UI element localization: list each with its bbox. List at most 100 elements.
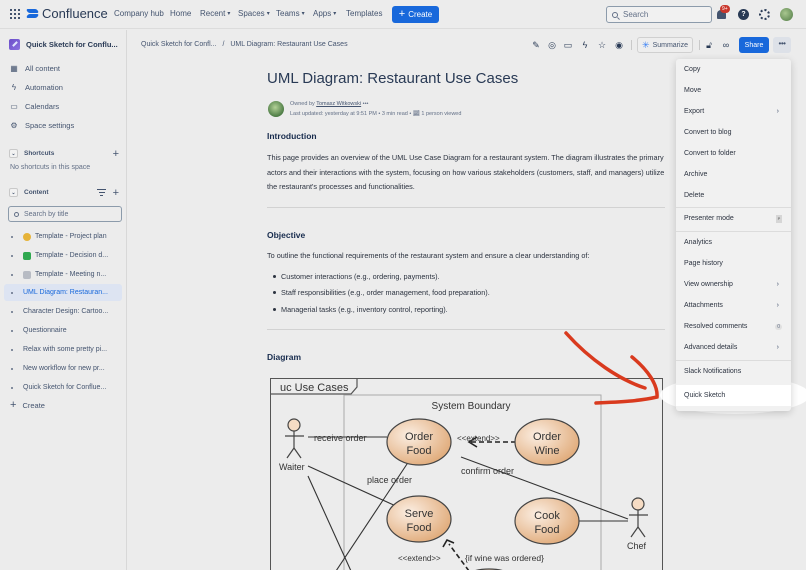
owner-more-icon[interactable]: ••• — [362, 101, 369, 107]
create-content-button[interactable]: + Create — [10, 400, 45, 411]
list-item: Managerial tasks (e.g., inventory contro… — [273, 301, 490, 318]
page-title: UML Diagram: Restaurant Use Cases — [267, 70, 519, 87]
help-icon[interactable]: ? — [738, 9, 749, 20]
content-section-header: ⌄ Content + — [9, 186, 119, 199]
settings-gear-icon[interactable] — [759, 9, 770, 20]
sidebar-item-calendars[interactable]: ▭ Calendars — [10, 102, 59, 111]
share-button[interactable]: Share — [739, 37, 769, 53]
sidebar-item-automation[interactable]: ϟ Automation — [10, 83, 63, 92]
copy-link-icon[interactable]: ∞ — [722, 40, 730, 50]
use-case-label: Cook — [534, 510, 560, 522]
nav-spaces[interactable]: Spaces▾ — [238, 9, 270, 18]
watch-icon[interactable]: ◉ — [615, 40, 623, 50]
divider — [267, 207, 665, 208]
star-icon[interactable]: ☆ — [597, 40, 607, 50]
menu-item-label: Attachments — [684, 302, 723, 309]
menu-item-analytics[interactable]: Analytics — [676, 232, 791, 253]
last-updated: Last updated: yesterday at 9:51 PM — [290, 111, 377, 117]
user-avatar[interactable] — [780, 8, 793, 21]
menu-item-quick-sketch[interactable]: Quick Sketch — [676, 385, 791, 406]
tree-item[interactable]: Template - Decision d... — [4, 247, 122, 264]
search-by-title-input[interactable]: Search by title — [8, 206, 122, 222]
video-icon[interactable]: ▭ — [563, 40, 573, 50]
view-count[interactable]: 1 person viewed — [421, 111, 462, 117]
sidebar-item-label: Space settings — [25, 121, 75, 130]
tree-item-label: UML Diagram: Restauran... — [23, 289, 108, 296]
nav-recent[interactable]: Recent▾ — [200, 9, 230, 18]
nav-company-hub[interactable]: Company hub — [114, 9, 164, 18]
summarize-button[interactable]: ✳ Summarize — [637, 37, 693, 53]
intro-paragraph: This page provides an overview of the UM… — [267, 153, 665, 191]
restrictions-lock-icon[interactable]: 🔓︎ — [706, 40, 712, 50]
association-label: place order — [367, 475, 412, 485]
menu-item-attachments[interactable]: Attachments› — [676, 295, 791, 316]
association-label: receive order — [314, 433, 367, 443]
use-case-label: Food — [406, 445, 431, 457]
chef-actor-icon — [629, 497, 648, 538]
menu-item-advanced-details[interactable]: Advanced details› — [676, 337, 791, 358]
menu-item-copy[interactable]: Copy — [676, 59, 791, 80]
owner-avatar[interactable] — [268, 101, 284, 117]
frame-label: uc Use Cases — [280, 382, 349, 394]
chevron-down-icon[interactable]: ⌄ — [9, 188, 18, 197]
menu-item-export[interactable]: Export› — [676, 101, 791, 122]
more-actions-button[interactable]: ••• — [773, 37, 791, 53]
sidebar-item-space-settings[interactable]: ⚙ Space settings — [10, 121, 74, 130]
owner-link[interactable]: Tomasz Witkowski — [316, 101, 362, 107]
tree-item[interactable]: Questionnaire — [4, 322, 122, 339]
menu-item-delete[interactable]: Delete — [676, 185, 791, 206]
tree-item-label: Template - Decision d... — [35, 252, 109, 259]
search-input[interactable]: Search — [606, 6, 712, 23]
sidebar-item-label: All content — [25, 64, 61, 73]
menu-divider — [676, 231, 791, 232]
use-case-label: Serve — [405, 508, 434, 520]
comment-icon[interactable]: ◎ — [548, 40, 556, 50]
tree-item[interactable]: Quick Sketch for Conflue... — [4, 379, 122, 396]
tree-item[interactable]: New workflow for new pr... — [4, 360, 122, 377]
tree-item-active[interactable]: UML Diagram: Restauran... — [4, 284, 122, 301]
nav-home[interactable]: Home — [170, 9, 191, 18]
chevron-down-icon: ▾ — [301, 11, 305, 17]
add-content-icon[interactable]: + — [112, 186, 119, 199]
menu-item-page-history[interactable]: Page history — [676, 253, 791, 274]
filter-icon[interactable] — [97, 189, 106, 198]
menu-item-convert-to-folder[interactable]: Convert to folder — [676, 143, 791, 164]
count-badge: 0 — [775, 323, 782, 330]
tree-item[interactable]: Relax with some pretty pi... — [4, 341, 122, 358]
tree-item[interactable]: Character Design: Cartoo... — [4, 303, 122, 320]
menu-item-label: View ownership — [684, 281, 733, 288]
app-switcher-icon[interactable] — [10, 9, 20, 19]
chevron-down-icon[interactable]: ⌄ — [9, 149, 18, 158]
tree-item[interactable]: Template - Meeting n... — [4, 266, 122, 283]
condition-label: {if wine was ordered} — [465, 553, 544, 563]
uml-diagram-image[interactable]: uc Use Cases System Boundary Waiter Chef — [270, 378, 663, 570]
space-header[interactable]: Quick Sketch for Conflu... — [9, 39, 118, 50]
edit-icon[interactable]: ✎ — [532, 40, 540, 50]
breadcrumb-space-link[interactable]: Quick Sketch for Confl... — [141, 41, 217, 48]
lightning-icon[interactable]: ϟ — [582, 40, 588, 50]
menu-item-label: Delete — [684, 192, 705, 199]
menu-item-slack-notifications[interactable]: Slack Notifications — [676, 361, 791, 382]
menu-item-convert-to-blog[interactable]: Convert to blog — [676, 122, 791, 143]
confluence-logo[interactable]: Confluence — [27, 6, 108, 21]
section-title: Content — [24, 189, 49, 196]
menu-item-label: Convert to folder — [684, 150, 736, 157]
nav-apps[interactable]: Apps▾ — [313, 9, 336, 18]
nav-templates[interactable]: Templates — [346, 9, 382, 18]
menu-item-label: Copy — [684, 66, 701, 73]
use-case-label: Wine — [534, 445, 559, 457]
sidebar-item-all-content[interactable]: ▦ All content — [10, 64, 60, 73]
menu-item-view-ownership[interactable]: View ownership› — [676, 274, 791, 295]
nav-teams[interactable]: Teams▾ — [276, 9, 305, 18]
tree-item[interactable]: Template - Project plan — [4, 228, 122, 245]
create-button[interactable]: + Create — [392, 6, 439, 23]
menu-item-archive[interactable]: Archive — [676, 164, 791, 185]
menu-item-move[interactable]: Move — [676, 80, 791, 101]
toolbar-divider — [631, 40, 632, 50]
notifications-icon[interactable] — [717, 10, 726, 19]
sunglasses-emoji-icon — [23, 232, 31, 241]
add-shortcut-icon[interactable]: + — [112, 147, 119, 160]
breadcrumb-page-link[interactable]: UML Diagram: Restaurant Use Cases — [230, 41, 348, 48]
